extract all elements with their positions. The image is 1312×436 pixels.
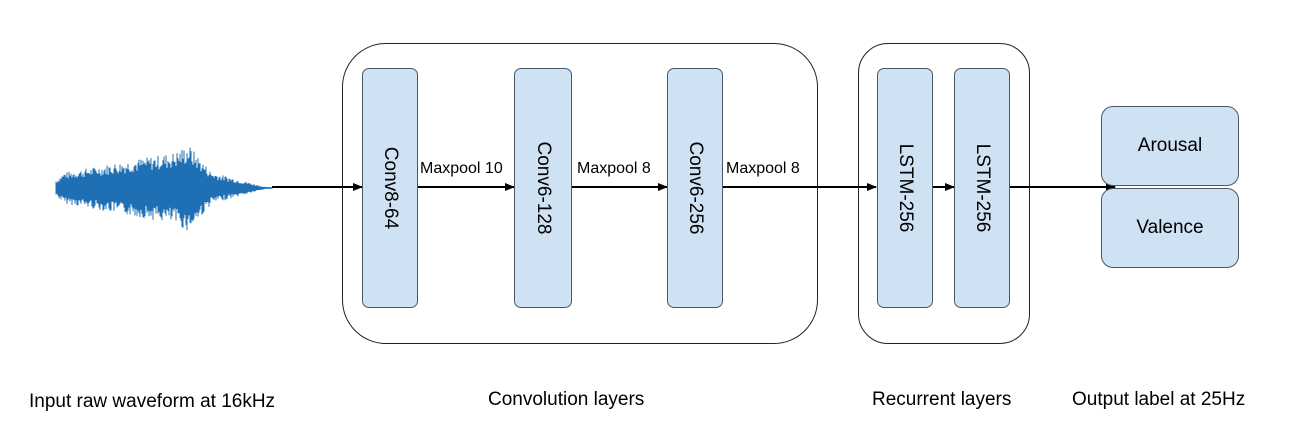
output-arousal-label: Arousal [1137, 135, 1203, 156]
maxpool-label-3: Maxpool 8 [726, 160, 800, 177]
maxpool-label-2: Maxpool 8 [577, 160, 651, 177]
output-valence-label: Valence [1136, 217, 1204, 238]
waveform-trace [55, 147, 273, 231]
conv-block-2-label: Conv6-128 [533, 141, 554, 235]
caption-recurrent: Recurrent layers [872, 389, 1012, 410]
output-valence: Valence [1101, 188, 1239, 268]
conv-block-3-label: Conv6-256 [685, 141, 706, 235]
caption-input: Input raw waveform at 16kHz [29, 391, 276, 412]
conv-block-1: Conv8-64 [362, 68, 418, 308]
lstm-block-1: LSTM-256 [877, 68, 933, 308]
conv-block-1-label: Conv8-64 [380, 146, 401, 230]
caption-convolution: Convolution layers [488, 389, 645, 410]
convolution-layers-box [342, 43, 818, 344]
maxpool-label-1: Maxpool 10 [420, 160, 503, 177]
output-arousal: Arousal [1101, 106, 1239, 186]
lstm-block-1-label: LSTM-256 [895, 143, 916, 233]
lstm-block-2: LSTM-256 [954, 68, 1010, 308]
recurrent-layers-box [858, 43, 1030, 344]
conv-block-2: Conv6-128 [514, 68, 572, 308]
caption-output: Output label at 25Hz [1072, 389, 1246, 410]
lstm-block-2-label: LSTM-256 [972, 143, 993, 233]
input-waveform-icon [55, 147, 273, 231]
conv-block-3: Conv6-256 [667, 68, 723, 308]
